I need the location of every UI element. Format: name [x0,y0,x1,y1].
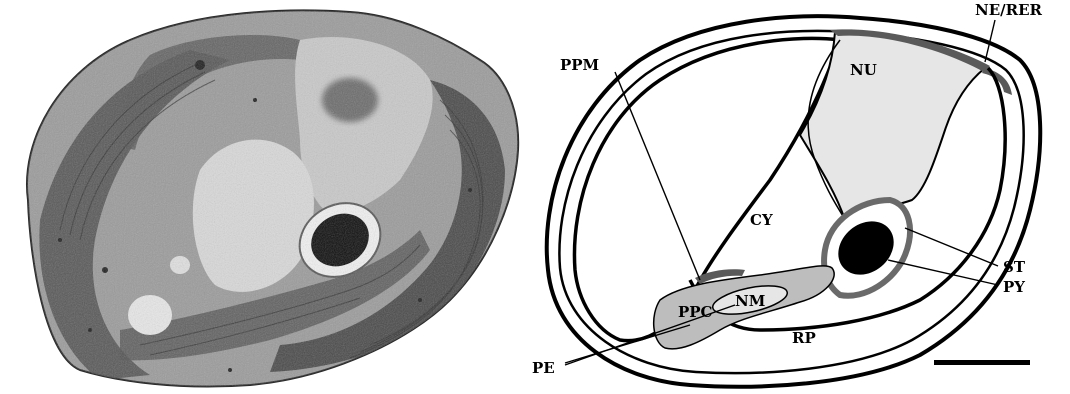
scale-bar [934,360,1030,365]
label-py: PY [1003,278,1025,296]
electron-micrograph [0,0,530,394]
label-st: ST [1003,258,1026,276]
label-nm: NM [735,292,765,310]
label-pe: PE [532,359,555,377]
cell-diagram: PPM NU NE/RER CY ST PY PPC NM RP PE [532,1,1043,387]
label-cy: CY [750,211,773,229]
label-nu: NU [850,61,877,79]
label-rp: RP [792,329,816,347]
label-ne-rer: NE/RER [975,1,1043,19]
label-ppm: PPM [560,56,599,74]
